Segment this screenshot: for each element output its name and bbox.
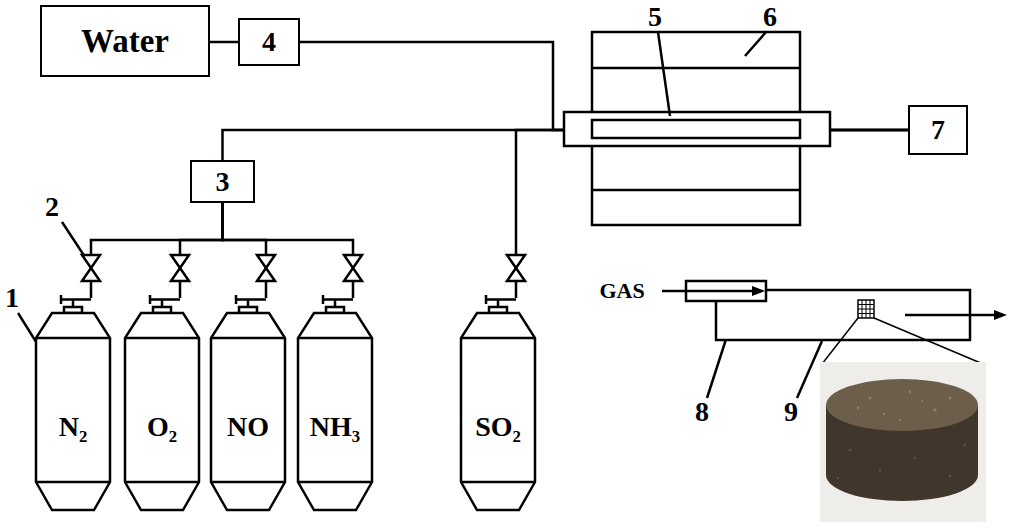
cylinder-valve-fitting (323, 295, 353, 312)
gas-line (91, 203, 223, 298)
zoom-line (822, 318, 858, 364)
callout-number: GAS (599, 280, 644, 302)
valve-symbol (82, 255, 100, 281)
cylinder-outline (298, 298, 372, 512)
cylinder-outline (36, 295, 110, 510)
cylinder-seam (36, 338, 110, 482)
cylinder-body (36, 313, 110, 510)
arrow-head (994, 310, 1007, 320)
cylinder-body (211, 313, 285, 510)
valve-symbol (257, 255, 275, 281)
leader-line (658, 32, 670, 116)
node-text: 4 (262, 27, 276, 56)
cylinder-outline (36, 298, 110, 512)
cylinder-valve-fitting (236, 295, 266, 312)
pellet-top (826, 379, 978, 431)
photo-background (820, 362, 986, 522)
gas-cylinder: SO₂ (461, 298, 535, 512)
callout-number: 6 (763, 3, 777, 31)
cylinder-valve-fitting (61, 295, 91, 312)
leader-line (797, 341, 822, 398)
cylinder-seam (298, 338, 372, 482)
gas-cylinder: NO (211, 298, 285, 512)
cylinder-outline (125, 298, 199, 512)
cylinder-outline (211, 298, 285, 512)
node-text: NO (227, 412, 269, 441)
callout-number: 8 (695, 398, 709, 426)
pump-box: 4 (238, 18, 300, 66)
pellet-speckle (857, 391, 952, 422)
furnace-band (592, 189, 800, 192)
cylinder-outline (461, 298, 535, 512)
cylinder-valve-fitting (486, 295, 516, 312)
arrow-head (752, 286, 765, 296)
reactor-tube (564, 112, 830, 146)
gas-cylinder: O₂ (125, 298, 199, 512)
node-text: N₂ (59, 412, 88, 441)
node-text: 3 (216, 167, 230, 196)
analyzer-box: 7 (908, 105, 968, 155)
furnace-band (592, 67, 800, 70)
callout-number: 5 (648, 3, 662, 31)
gas-cylinder: NH₃ (298, 298, 372, 512)
cylinder-outline (298, 295, 372, 510)
callout-number: 2 (45, 193, 59, 221)
cylinder-seam (461, 338, 535, 482)
valve-symbol (344, 255, 362, 281)
gas-line (223, 203, 354, 298)
cylinder-seam (211, 338, 285, 482)
cylinder-outline (211, 295, 285, 510)
leader-line (745, 32, 766, 56)
cylinder-body (461, 313, 535, 510)
gas-line (210, 41, 238, 44)
gas-arrow (662, 290, 754, 293)
valve-symbol (171, 255, 189, 281)
catalyst-pellet (858, 300, 874, 318)
gas-line (223, 203, 267, 298)
cylinder-body (125, 313, 199, 510)
pellet-photo (820, 362, 986, 522)
node-text: SO₂ (475, 412, 521, 441)
node-text: NH₃ (310, 412, 360, 441)
callout-number: 1 (5, 284, 19, 312)
controller-box: 3 (190, 160, 255, 203)
cylinder-body (298, 313, 372, 510)
exit-arrow (905, 314, 996, 317)
reservoir-box: Water (40, 5, 210, 77)
callout-number: 9 (784, 398, 798, 426)
node-text: 7 (931, 115, 945, 144)
gas-cylinder: N₂ (36, 298, 110, 512)
cylinder-outline (125, 295, 199, 510)
gas-line (180, 203, 223, 298)
node-text: Water (81, 24, 169, 59)
cylinder-valve-fitting (150, 295, 180, 312)
pellet-speckle (837, 444, 967, 480)
tube-inner-wall (592, 120, 800, 138)
valve-symbol (507, 255, 525, 281)
cylinder-outline (461, 295, 535, 510)
pellet-hatch (858, 300, 874, 318)
node-text: O₂ (147, 412, 177, 441)
zoom-line (874, 318, 983, 364)
cylinder-seam (125, 338, 199, 482)
